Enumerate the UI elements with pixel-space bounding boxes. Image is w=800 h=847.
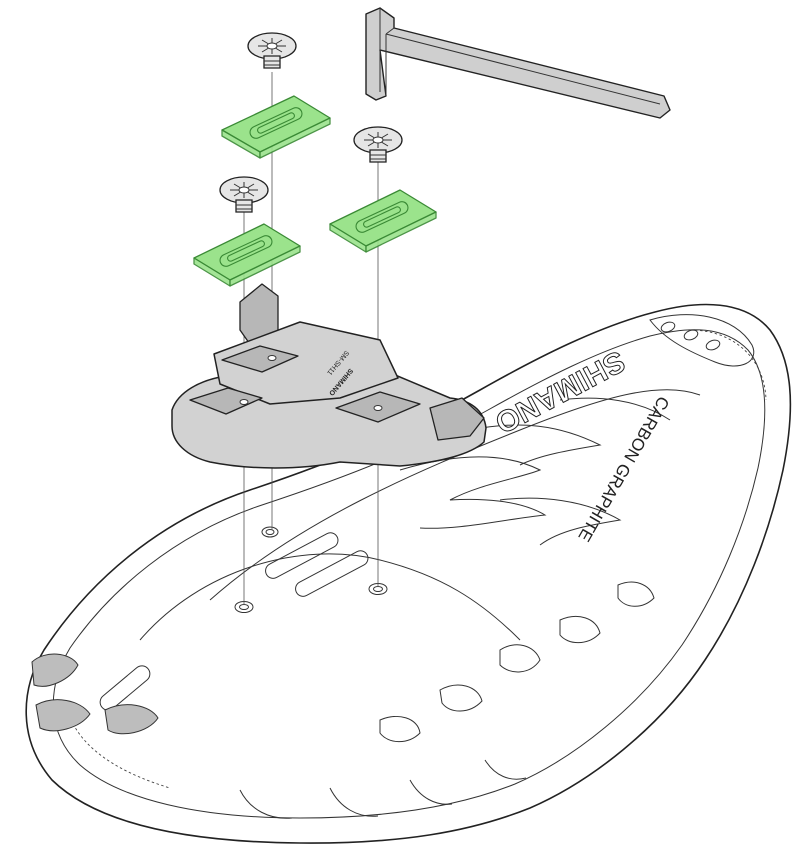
heel-stitching (65, 699, 171, 789)
carbon-flame-pattern (399, 397, 671, 546)
bolt-1 (247, 32, 297, 69)
cleat-rear-tab (429, 397, 485, 441)
cleat-pocket-rear (221, 345, 299, 373)
cleat-pocket-left (189, 387, 263, 415)
toe-stitching (689, 329, 767, 401)
cleat: SHIMANO SM-SH11 (171, 283, 487, 469)
midsole-ridge-2 (209, 389, 701, 601)
sole-slots (99, 532, 369, 711)
heel-mesh-pads (31, 653, 159, 735)
hex-key-tool (365, 7, 671, 119)
cleat-top-plate (213, 321, 399, 405)
side-vents (379, 581, 655, 743)
spacer-2 (193, 223, 301, 287)
sole-lugs (239, 759, 527, 819)
midsole-ridge (139, 553, 521, 641)
bolt-3 (353, 126, 403, 163)
spacer-1 (221, 95, 331, 159)
toe-vent-holes (660, 321, 721, 351)
spacer-3 (329, 189, 437, 253)
toe-cap (649, 314, 755, 367)
bolt-2 (219, 176, 269, 213)
